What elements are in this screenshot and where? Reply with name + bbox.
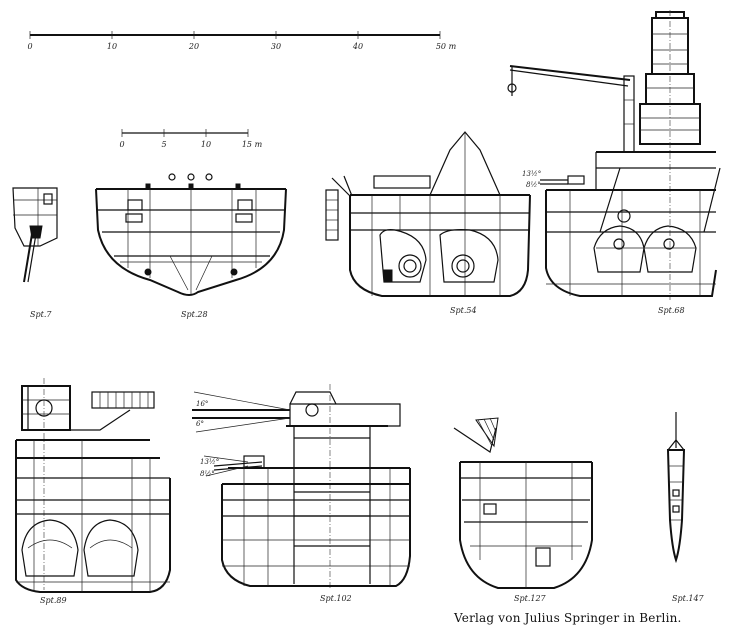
scale-large-tick-0: 0 [27,42,33,51]
scale-small-tick-0: 0 [119,140,125,149]
section-label-spt68: Spt.68 [658,306,685,315]
angle-label-spt102-d: 8½° [200,470,215,478]
angle-label-spt102-a: 16° [196,400,209,408]
scale-bar-small [121,129,249,137]
angle-label-spt102-b: 6° [196,420,204,428]
section-spt102 [192,384,411,590]
section-spt54 [325,131,531,297]
scale-small-tick-15: 15 m [241,140,263,149]
angle-label-spt68-upper: 13½° [522,170,542,178]
scale-large-tick-40: 40 [352,42,364,51]
section-spt89 [15,378,171,593]
angle-label-spt102-c: 13½° [200,458,220,466]
section-label-spt102: Spt.102 [320,594,352,603]
scale-small-tick-10: 10 [200,140,212,149]
section-spt68 [507,10,721,300]
scale-large-tick-30: 30 [270,42,282,51]
section-spt28 [95,173,287,296]
section-label-spt147: Spt.147 [672,594,704,603]
scale-bar-large [29,31,441,39]
scale-large-tick-10: 10 [106,42,118,51]
section-label-spt28: Spt.28 [181,310,208,319]
section-spt7 [12,187,58,283]
angle-label-spt68-lower: 8½° [526,181,541,189]
publisher-credit: Verlag von Julius Springer in Berlin. [454,611,682,625]
scale-small-tick-5: 5 [161,140,167,149]
section-label-spt7: Spt.7 [30,310,52,319]
section-spt127 [453,417,593,589]
scale-large-tick-50: 50 m [435,42,457,51]
section-spt147 [666,412,686,564]
section-label-spt89: Spt.89 [40,596,67,605]
section-label-spt127: Spt.127 [514,594,546,603]
section-label-spt54: Spt.54 [450,306,477,315]
scale-large-tick-20: 20 [188,42,200,51]
